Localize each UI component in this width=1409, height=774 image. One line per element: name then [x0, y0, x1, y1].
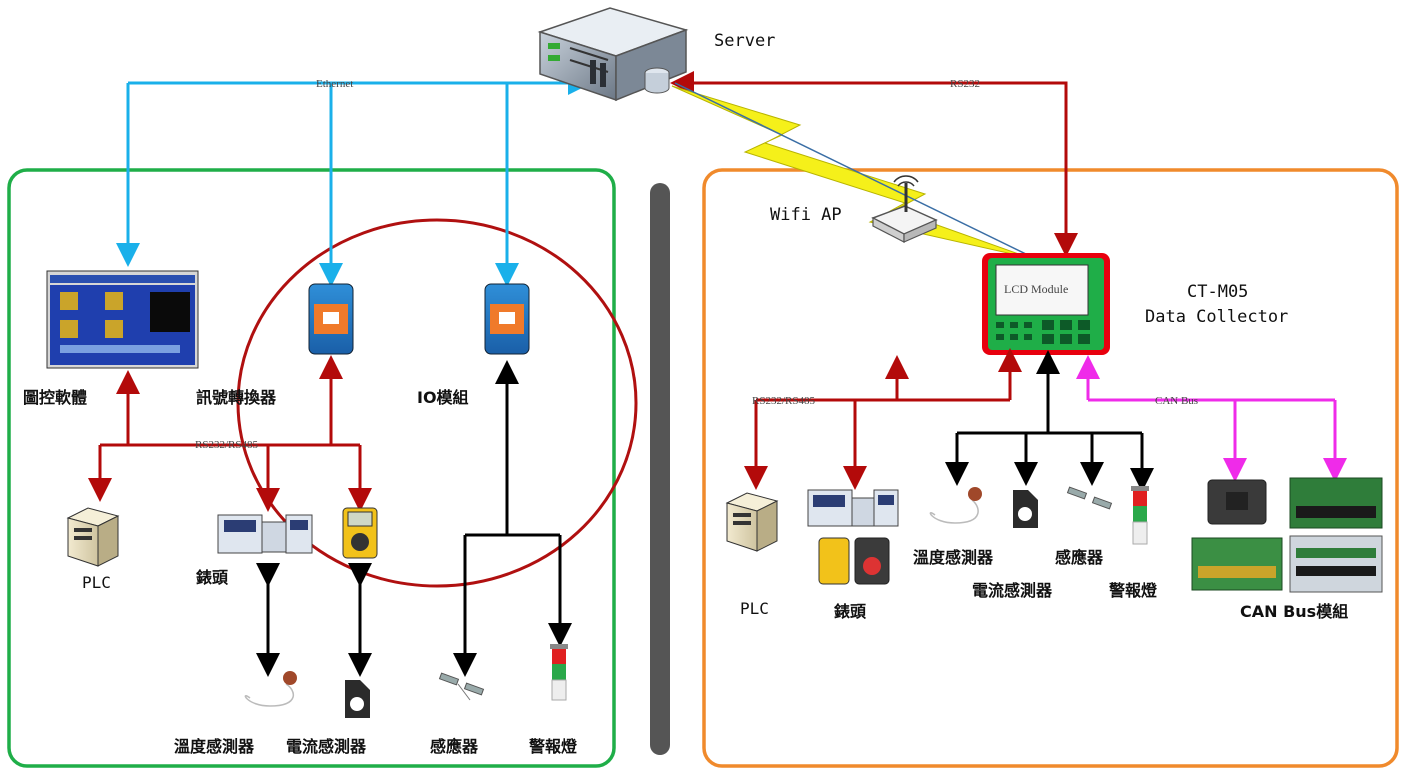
left-serial-links	[88, 355, 372, 512]
left-multimeter-icon	[342, 507, 378, 559]
zone-divider	[650, 183, 670, 755]
right-plc-label: PLC	[740, 599, 769, 618]
server-icon	[537, 7, 689, 102]
right-rs-label: RS232/RS485	[752, 395, 815, 407]
wireless-lightning	[671, 85, 1031, 259]
collector-name: Data Collector	[1145, 307, 1288, 327]
right-serial-links	[744, 348, 1022, 490]
right-zone-border	[702, 168, 1399, 768]
io-module	[484, 283, 530, 355]
right-current-sensor-icon	[1013, 490, 1038, 528]
collector-model: CT-M05	[1187, 282, 1248, 302]
right-plc-icon	[725, 492, 779, 552]
io-module-label: IO模組	[417, 388, 469, 407]
left-current-sensor-icon	[345, 680, 370, 718]
monitoring-software-screen	[46, 270, 199, 369]
wireless-link-line	[674, 82, 1031, 257]
left-proximity-sensor-icon	[438, 672, 485, 701]
data-collector-device	[982, 253, 1110, 355]
right-alarm-light-icon	[1131, 486, 1149, 545]
rs232-server-link	[670, 71, 1078, 258]
right-temp-sensor-icon	[929, 487, 982, 524]
ethernet-links	[116, 71, 592, 287]
left-rs-label: RS232/RS485	[195, 439, 258, 451]
can-bus-label: CAN Bus	[1155, 395, 1198, 407]
right-meter-label: 錶頭	[834, 602, 867, 621]
left-plc-label: PLC	[82, 573, 111, 592]
right-meter-icon	[807, 489, 899, 585]
right-temp-sensor-label: 溫度感測器	[913, 548, 994, 567]
left-plc-icon	[66, 507, 120, 567]
right-current-sensor-label: 電流感測器	[972, 581, 1053, 600]
server-label: Server	[714, 31, 775, 51]
can-bus-links	[1076, 355, 1347, 482]
right-io-links	[945, 350, 1154, 492]
left-zone-border	[7, 168, 616, 768]
wifi-ap-icon	[871, 175, 938, 243]
ethernet-label: Ethernet	[316, 78, 353, 90]
left-alarm-label: 警報燈	[528, 737, 578, 756]
lcd-module-text: LCD Module	[1004, 282, 1068, 296]
left-meter-label: 錶頭	[196, 568, 229, 587]
left-sensor-label: 感應器	[430, 737, 479, 756]
left-alarm-light-icon	[550, 644, 568, 701]
signal-converter-label: 訊號轉換器	[196, 388, 277, 407]
left-meter-icon	[217, 514, 313, 554]
right-proximity-sensor-icon	[1066, 486, 1113, 510]
can-bus-modules-icon	[1191, 477, 1383, 593]
left-temp-sensor-label: 溫度感測器	[174, 737, 255, 756]
monitoring-software-label: 圖控軟體	[23, 388, 87, 407]
left-temp-sensor-icon	[244, 671, 297, 707]
signal-converter-module	[308, 283, 354, 355]
right-alarm-label: 警報燈	[1108, 581, 1158, 600]
wifi-ap-label: Wifi AP	[770, 205, 842, 225]
highlight-circle	[236, 218, 638, 588]
left-current-sensor-label: 電流感測器	[286, 737, 367, 756]
can-bus-module-label: CAN Bus模組	[1240, 602, 1348, 621]
left-io-links	[256, 360, 572, 677]
right-sensor-label: 感應器	[1055, 548, 1104, 567]
rs232-label: RS232	[950, 78, 980, 90]
